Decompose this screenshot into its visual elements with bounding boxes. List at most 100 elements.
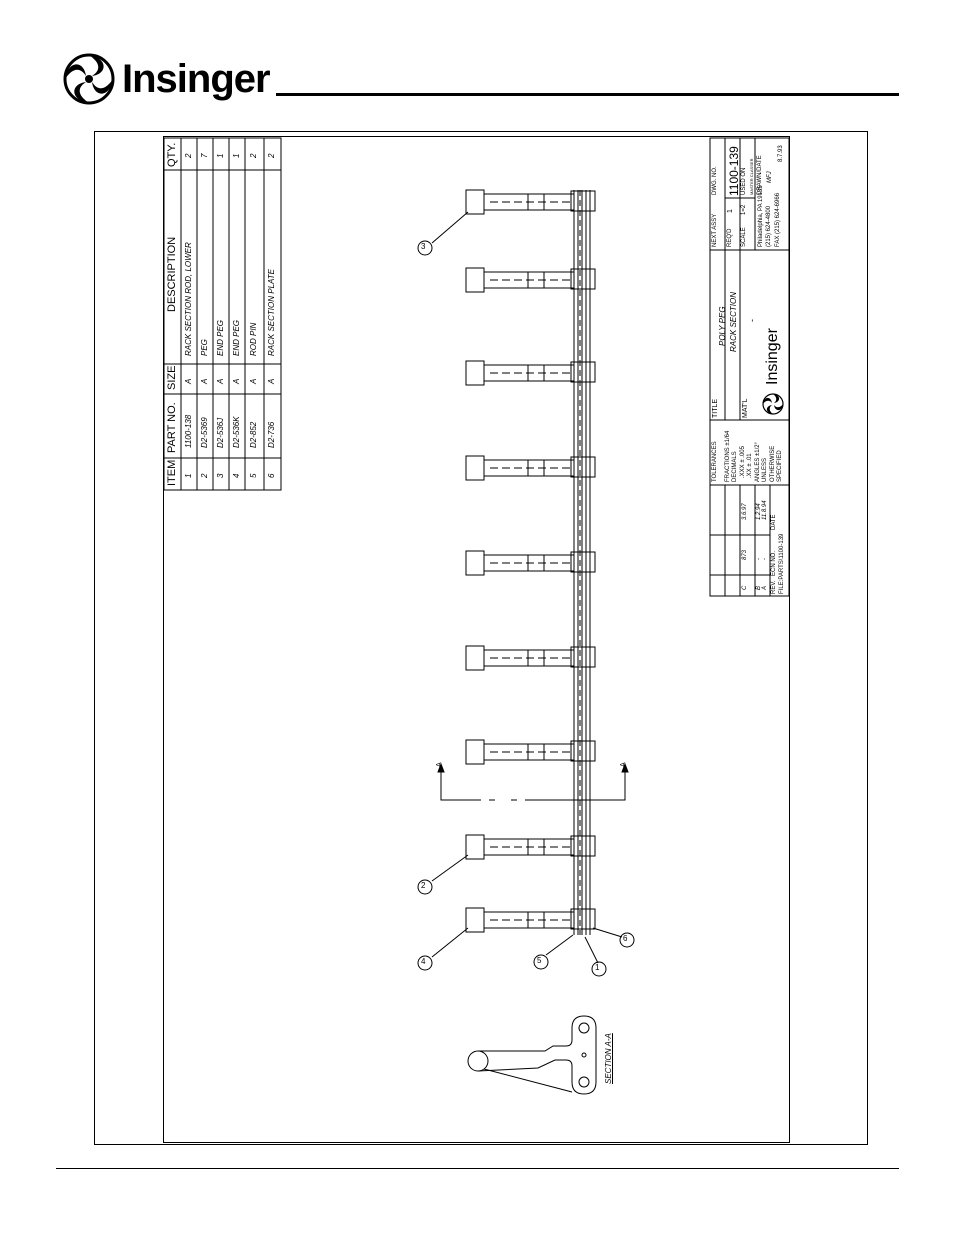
tb-rev-a-ecn: -	[762, 558, 768, 560]
bom-item: 4	[232, 473, 241, 478]
insinger-swirl-icon	[762, 393, 784, 415]
tb-rev-a-date: 11.8.94	[762, 500, 768, 520]
tb-reqd-label: REQ'D	[727, 228, 733, 247]
tb-title-label: TITLE	[712, 398, 719, 418]
tb-rev-c-ecn: 873	[742, 549, 748, 560]
tb-tol-xxx: .XXX ± .005	[740, 446, 746, 478]
balloons	[417, 240, 635, 977]
peg	[465, 189, 596, 215]
peg	[465, 907, 596, 933]
tb-title-2: RACK SECTION	[729, 291, 738, 352]
bom-item: 2	[200, 473, 209, 478]
tb-title-1: POLY PEG	[718, 306, 727, 346]
tb-ecn-label: ECN NO.	[771, 550, 777, 576]
balloon-6: 6	[623, 934, 628, 943]
tb-matl: -	[747, 319, 757, 322]
section-a-a-label: SECTION A-A	[604, 1033, 613, 1084]
section-a-a-view	[467, 1015, 597, 1095]
balloon-1: 1	[595, 963, 600, 972]
tb-scale-label: SCALE	[741, 227, 747, 247]
bom-item: 5	[249, 473, 258, 478]
tb-rev-c-date: 3.6.97	[742, 503, 748, 520]
bom-size: A	[184, 378, 193, 384]
section-marker-right: A	[620, 762, 627, 767]
peg	[465, 550, 596, 576]
bom-qty: 2	[184, 153, 193, 158]
tb-tolerances-label: TOLERANCES	[712, 441, 718, 482]
peg	[465, 834, 596, 860]
peg	[465, 267, 596, 293]
bom-table-grid	[163, 137, 282, 491]
drawing-sheet	[163, 136, 790, 1143]
bom-header-size: SIZE	[166, 365, 178, 390]
bom-part-no: D2-736	[267, 421, 276, 448]
tb-tol-angles: ANGLES ±1/2°	[755, 441, 761, 482]
bom-description: RACK SECTION PLATE	[267, 269, 276, 356]
balloon-leaders	[431, 211, 623, 964]
title-block-grid	[709, 137, 790, 597]
tb-used-on: MASTER CLASSER	[749, 158, 754, 195]
bom-header-part-no: PART NO.	[166, 402, 178, 453]
tb-scale: 1=2	[741, 204, 747, 215]
bom-qty: 2	[249, 153, 258, 158]
tb-file: FILE:PARTS\1100-139	[779, 533, 785, 594]
brand-name: Insinger	[122, 57, 271, 101]
pegs	[465, 189, 596, 933]
tb-reqd: 1	[727, 209, 734, 213]
bom-item: 3	[216, 473, 225, 478]
tb-matl-label: MAT'L	[742, 398, 749, 419]
peg	[465, 645, 596, 671]
header-rule	[276, 93, 899, 96]
bom-header-qty: QTY.	[166, 142, 178, 167]
bom-size: A	[249, 378, 258, 384]
tb-next-assy: NEXT ASSY	[712, 213, 718, 247]
tb-address-1: Philadelphia, PA 19135	[758, 185, 764, 247]
bom-part-no: D2-536J	[216, 417, 225, 448]
peg	[465, 455, 596, 481]
balloon-5: 5	[537, 956, 542, 965]
tb-company: Insinger	[764, 328, 781, 385]
bom-description: PEG	[200, 339, 209, 356]
tb-address-2: (215) 624-4800	[766, 205, 772, 247]
outer-frame	[94, 131, 868, 1145]
tb-date-label: DATE	[771, 514, 777, 530]
bom-description: END PEG	[232, 319, 241, 356]
bom-part-no: D2-536K	[232, 416, 241, 448]
bom-description: END PEG	[216, 319, 225, 356]
insinger-logo: Insinger	[58, 52, 283, 106]
tb-drawn-date: 8.7.93	[778, 145, 784, 162]
bom-qty: 1	[216, 153, 225, 158]
tb-tol-otherwise: OTHERWISE	[770, 445, 776, 482]
bom-part-no: D2-5369	[200, 417, 209, 448]
bom-qty: 7	[200, 153, 209, 158]
tb-dwg-no: 1100-139	[727, 146, 741, 196]
bom-description: ROD PIN	[249, 322, 258, 356]
tb-tol-fractions: FRACTIONS ±1/64	[725, 430, 731, 482]
tb-rev-c: C	[742, 585, 748, 590]
bom-size: A	[232, 378, 241, 384]
rack-rods	[573, 190, 591, 935]
insinger-swirl-icon	[63, 53, 115, 105]
tb-tol-xx: .XX ± .01	[747, 453, 753, 478]
bom-size: A	[267, 378, 276, 384]
tb-tol-unless: UNLESS	[762, 457, 768, 482]
tb-dwg-no-label: DWG. NO.	[712, 166, 718, 195]
section-cut-line	[440, 770, 626, 801]
bom-size: A	[216, 378, 225, 384]
peg	[465, 739, 596, 765]
tb-tol-specified: SPECIFIED	[777, 450, 783, 482]
bom-header-item: ITEM	[166, 459, 178, 486]
bom-item: 1	[184, 473, 193, 478]
bom-header-description: DESCRIPTION	[166, 236, 178, 312]
peg	[465, 360, 596, 386]
bom-qty: 1	[232, 153, 241, 158]
bom-item: 6	[267, 473, 276, 478]
bom-qty: 2	[267, 153, 276, 158]
tb-drawn: MFJ	[767, 171, 773, 183]
bom-part-no: 1100-138	[184, 414, 193, 448]
balloon-2: 2	[421, 881, 426, 890]
tb-used-on-label: USED ON	[741, 167, 747, 195]
section-marker-left: A	[436, 762, 443, 767]
bom-description: RACK SECTION ROD, LOWER	[184, 242, 193, 356]
